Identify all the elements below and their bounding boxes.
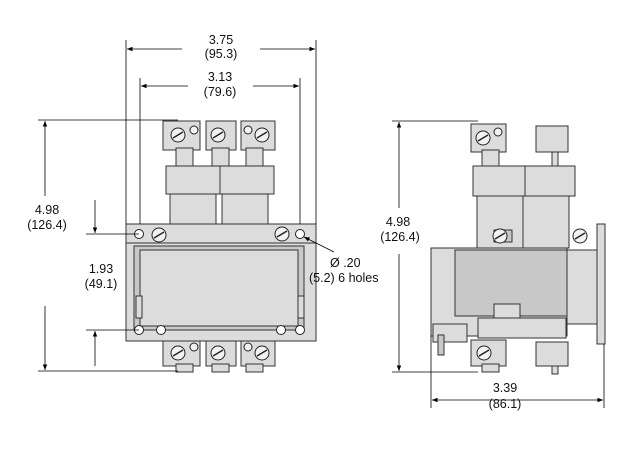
mounting-base — [125, 223, 317, 342]
dim-width-overall-mm: (95.3) — [205, 47, 238, 61]
coil-screw-icon — [492, 228, 508, 244]
coil-screw-icon — [572, 228, 588, 244]
dim-height-base-mm: (49.1) — [85, 277, 118, 291]
side-dim-height-in: 4.98 — [386, 215, 410, 229]
top-terminal-block — [162, 120, 276, 167]
side-dim-depth-mm: (86.1) — [489, 397, 522, 411]
mounting-hole-icon — [276, 325, 286, 335]
mounting-hole-icon — [295, 325, 305, 335]
terminal-screw-icon — [475, 130, 491, 146]
front-view: 3.75 (95.3) 3.13 (79.6) 4.98 (126.4) 1.9… — [27, 33, 378, 373]
hole-note-count: (5.2) 6 holes — [309, 271, 378, 285]
side-view: 4.98 (126.4) 3.39 (86.1) — [380, 120, 606, 411]
dim-height-overall-in: 4.98 — [35, 203, 59, 217]
coil-screw-icon — [151, 227, 167, 243]
bottom-terminal-block — [162, 340, 276, 373]
terminal-screw-icon — [170, 345, 186, 361]
hole-note-diameter: Ø .20 — [330, 256, 361, 270]
dim-height-overall-mm: (126.4) — [27, 218, 67, 232]
terminal-screw-icon — [254, 345, 270, 361]
side-dim-height-mm: (126.4) — [380, 230, 420, 244]
dim-width-mounting-mm: (79.6) — [204, 85, 237, 99]
dim-width-mounting-in: 3.13 — [208, 70, 232, 84]
dim-width-overall-in: 3.75 — [209, 33, 233, 47]
terminal-screw-icon — [210, 127, 226, 143]
terminal-screw-icon — [170, 127, 186, 143]
mounting-hole-icon — [295, 229, 305, 239]
side-dim-depth-in: 3.39 — [493, 381, 517, 395]
coil-screw-icon — [274, 226, 290, 242]
terminal-screw-icon — [210, 345, 226, 361]
mounting-hole-icon — [156, 325, 166, 335]
dim-height-base-in: 1.93 — [89, 262, 113, 276]
terminal-screw-icon — [476, 345, 492, 361]
terminal-screw-icon — [254, 127, 270, 143]
